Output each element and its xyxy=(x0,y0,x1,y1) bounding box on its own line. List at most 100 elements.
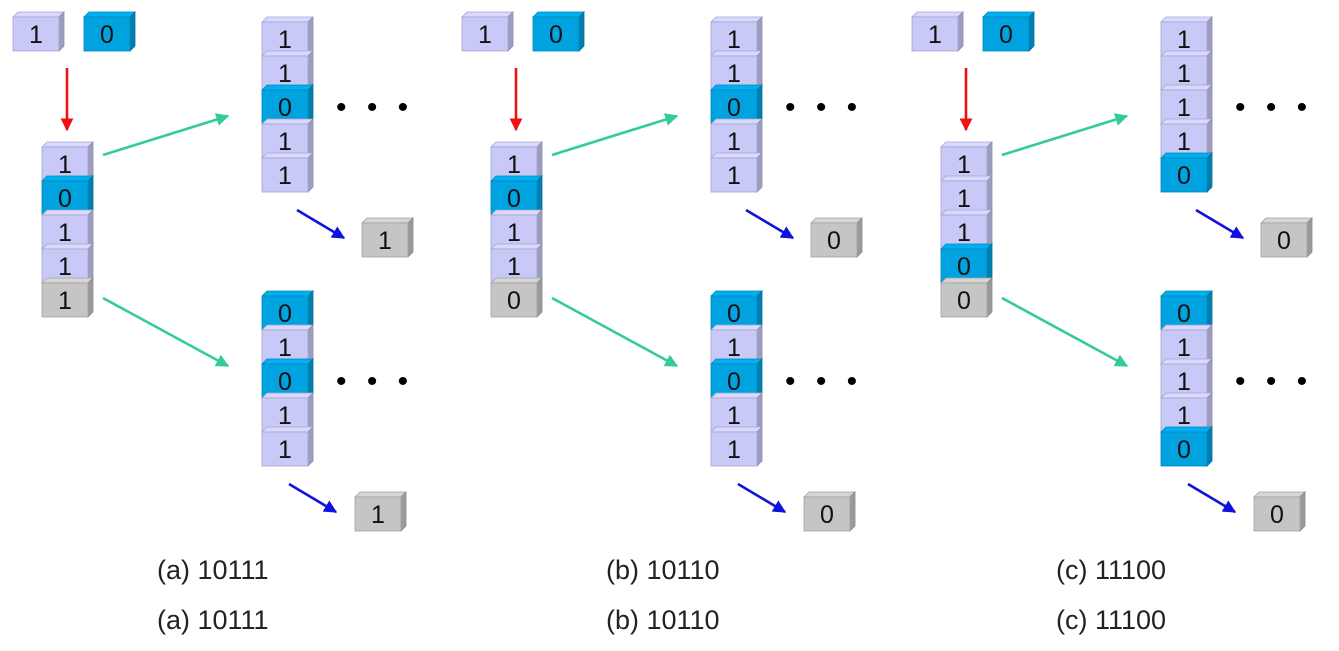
panel-c-top-stack-cell-1: 1 xyxy=(1160,50,1213,91)
cube-top-face xyxy=(490,175,543,182)
cube-front-face xyxy=(261,431,309,467)
cube-side-face xyxy=(957,11,964,52)
cube-front-face xyxy=(461,16,509,52)
cube-front-face xyxy=(710,21,758,57)
cube-value: 1 xyxy=(58,287,72,315)
panel-c-bottom-stack-cell-1: 1 xyxy=(1160,324,1213,365)
panel-a-blue-arrow-top xyxy=(296,208,346,240)
cube-front-face xyxy=(354,496,402,532)
cube-front-face xyxy=(12,16,60,52)
cube-value: 0 xyxy=(1177,300,1191,328)
panel-c-input-zero: 0 xyxy=(982,11,1035,52)
cube-side-face xyxy=(307,290,314,331)
panel-c-green-arrow-top xyxy=(1001,113,1129,157)
panel-a-top-stack-cell-4: 1 xyxy=(261,152,314,193)
cube-top-face xyxy=(261,50,314,57)
cube-value: 1 xyxy=(1177,94,1191,122)
cube-top-face xyxy=(710,50,763,57)
cube-value: 1 xyxy=(1177,60,1191,88)
cube-side-face xyxy=(756,426,763,467)
cube-front-face xyxy=(1260,222,1308,258)
cube-value: 0 xyxy=(1277,227,1291,255)
cube-side-face xyxy=(986,277,993,318)
cube-value: 1 xyxy=(1177,402,1191,430)
cube-side-face xyxy=(1206,324,1213,365)
cube-top-face xyxy=(261,16,314,23)
cube-value: 0 xyxy=(957,287,971,315)
cube-side-face xyxy=(856,217,863,258)
panel-b-input-one: 1 xyxy=(461,11,514,52)
cube-side-face xyxy=(1206,392,1213,433)
panel-a-top-stack-cell-1: 1 xyxy=(261,50,314,91)
cube-front-face xyxy=(1160,363,1208,399)
cube-top-face xyxy=(41,243,94,250)
cube-top-face xyxy=(911,11,964,18)
panel-a-bottom-stack-cell-0: 0 xyxy=(261,290,314,331)
cube-side-face xyxy=(756,290,763,331)
panel-b-bottom-stack-cell-4: 1 xyxy=(710,426,763,467)
cube-front-face xyxy=(911,16,959,52)
cube-side-face xyxy=(87,277,94,318)
panel-a-top-ellipsis: • • • xyxy=(336,91,414,124)
cube-side-face xyxy=(1206,290,1213,331)
panel-a-bottom-stack-cell-4: 1 xyxy=(261,426,314,467)
cube-front-face xyxy=(1160,55,1208,91)
cube-value: 1 xyxy=(278,60,292,88)
cube-top-face xyxy=(12,11,65,18)
cube-top-face xyxy=(1160,392,1213,399)
cube-top-face xyxy=(710,84,763,91)
cube-side-face xyxy=(507,11,514,52)
cube-value: 0 xyxy=(278,300,292,328)
panel-b-blue-arrow-bottom xyxy=(737,482,787,514)
panel-b-top-stack-cell-2: 0 xyxy=(710,84,763,125)
panel-a-top-stack-cell-2: 0 xyxy=(261,84,314,125)
panel-c-bottom-stack-cell-0: 0 xyxy=(1160,290,1213,331)
panel-b-main-stack-cell-0: 1 xyxy=(490,141,543,182)
cube-value: 1 xyxy=(727,26,741,54)
cube-value: 0 xyxy=(1177,436,1191,464)
cube-top-face xyxy=(710,16,763,23)
cube-top-face xyxy=(1160,290,1213,297)
cube-front-face xyxy=(1160,21,1208,57)
cube-value: 1 xyxy=(278,26,292,54)
cube-value: 1 xyxy=(278,128,292,156)
cube-value: 0 xyxy=(727,94,741,122)
cube-side-face xyxy=(1206,84,1213,125)
cube-front-face xyxy=(1253,496,1301,532)
cube-front-face xyxy=(1160,157,1208,193)
cube-top-face xyxy=(710,392,763,399)
cube-front-face xyxy=(261,329,309,365)
cube-value: 1 xyxy=(278,436,292,464)
cube-value: 0 xyxy=(278,94,292,122)
cube-front-face xyxy=(41,248,89,284)
cube-value: 1 xyxy=(278,402,292,430)
panel-b-main-stack-cell-4: 0 xyxy=(490,277,543,318)
panel-a-main-stack-cell-2: 1 xyxy=(41,209,94,250)
caption-a-1: (a) 10111 xyxy=(157,555,269,585)
cube-side-face xyxy=(986,141,993,182)
panel-c-bottom-stack-cell-4: 0 xyxy=(1160,426,1213,467)
panel-a-bottom-stack-cell-1: 1 xyxy=(261,324,314,365)
panel-c-top-stack-cell-0: 1 xyxy=(1160,16,1213,57)
cube-top-face xyxy=(261,324,314,331)
cube-value: 1 xyxy=(478,21,492,49)
cube-front-face xyxy=(261,295,309,331)
cube-value: 1 xyxy=(1177,368,1191,396)
cube-front-face xyxy=(982,16,1030,52)
cube-front-face xyxy=(261,89,309,125)
panel-c-main-stack-cell-2: 1 xyxy=(940,209,993,250)
cube-top-face xyxy=(261,84,314,91)
cube-top-face xyxy=(83,11,136,18)
cube-front-face xyxy=(490,214,538,250)
panel-c-top-stack-cell-4: 0 xyxy=(1160,152,1213,193)
cube-front-face xyxy=(41,180,89,216)
panel-a-bottom-stack-cell-2: 0 xyxy=(261,358,314,399)
cube-top-face xyxy=(41,141,94,148)
panel-b-input-zero: 0 xyxy=(532,11,585,52)
cube-side-face xyxy=(58,11,65,52)
cube-front-face xyxy=(361,222,409,258)
cube-value: 1 xyxy=(727,402,741,430)
cube-top-face xyxy=(710,118,763,125)
cube-side-face xyxy=(986,175,993,216)
cube-value: 1 xyxy=(957,219,971,247)
